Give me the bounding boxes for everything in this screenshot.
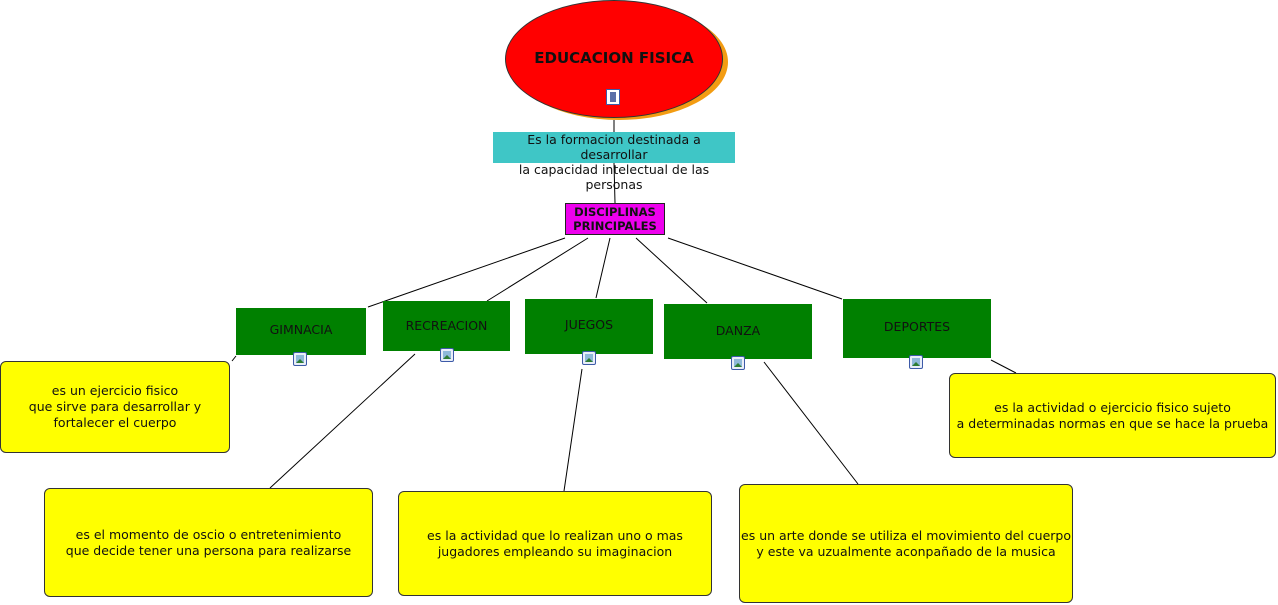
image-icon[interactable]	[909, 355, 923, 369]
note-gimnacia[interactable]: es un ejercicio fisico que sirve para de…	[0, 361, 230, 453]
category-label: DEPORTES	[883, 319, 951, 334]
note-deportes[interactable]: es la actividad o ejercicio fisico sujet…	[949, 373, 1276, 458]
disciplines-label: DISCIPLINAS PRINCIPALES	[573, 205, 657, 233]
note-text: es un ejercicio fisico que sirve para de…	[28, 383, 202, 430]
disciplines-node[interactable]: DISCIPLINAS PRINCIPALES	[565, 203, 665, 235]
film-icon[interactable]	[606, 89, 620, 105]
category-danza[interactable]: DANZA	[664, 304, 812, 359]
category-deportes[interactable]: DEPORTES	[843, 299, 991, 358]
category-label: JUEGOS	[564, 317, 614, 332]
category-label: RECREACION	[405, 318, 488, 333]
note-text: es el momento de oscio o entretenimiento…	[65, 526, 352, 558]
note-text: es la actividad o ejercicio fisico sujet…	[956, 399, 1269, 431]
definition-text: Es la formacion destinada a desarrollar …	[518, 132, 710, 192]
note-text: es la actividad que lo realizan uno o ma…	[427, 527, 683, 559]
root-node[interactable]: EDUCACION FISICA	[505, 0, 723, 118]
image-icon[interactable]	[293, 352, 307, 366]
note-text: es un arte donde se utiliza el movimient…	[741, 527, 1071, 559]
category-label: DANZA	[715, 323, 761, 338]
category-gimnacia[interactable]: GIMNACIA	[236, 308, 366, 355]
note-danza[interactable]: es un arte donde se utiliza el movimient…	[739, 484, 1073, 603]
image-icon[interactable]	[582, 351, 596, 365]
root-title: EDUCACION FISICA	[534, 49, 694, 67]
category-juegos[interactable]: JUEGOS	[525, 299, 653, 354]
category-label: GIMNACIA	[269, 322, 333, 337]
definition-node[interactable]: Es la formacion destinada a desarrollar …	[493, 132, 735, 192]
image-icon[interactable]	[440, 348, 454, 362]
category-recreacion[interactable]: RECREACION	[383, 301, 510, 351]
image-icon[interactable]	[731, 356, 745, 370]
note-juegos[interactable]: es la actividad que lo realizan uno o ma…	[398, 491, 712, 596]
note-recreacion[interactable]: es el momento de oscio o entretenimiento…	[44, 488, 373, 597]
